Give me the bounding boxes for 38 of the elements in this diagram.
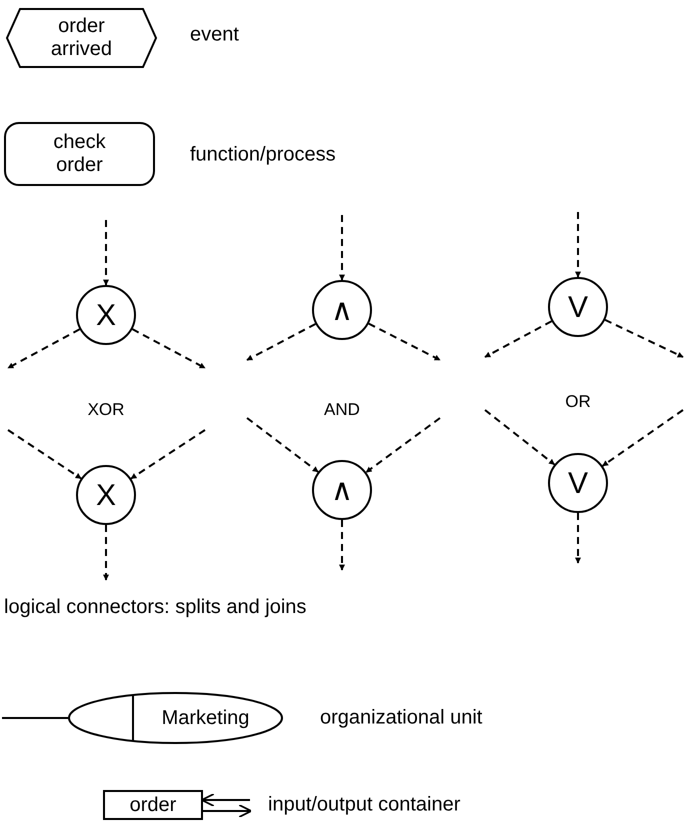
arrow — [103, 525, 109, 581]
arrow — [103, 220, 109, 286]
arrow — [484, 409, 556, 466]
connector-circle: X — [76, 285, 136, 345]
arrow — [575, 212, 581, 278]
event-hexagon: order arrived — [6, 8, 157, 68]
symbol-caption: function/process — [190, 144, 336, 166]
connector-circle: ∧ — [312, 280, 372, 340]
connector-label: OR — [565, 392, 591, 412]
arrow — [246, 417, 319, 473]
arrow — [339, 215, 345, 281]
arrow — [366, 417, 441, 474]
connector-label: AND — [324, 400, 360, 420]
symbol-caption: organizational unit — [320, 706, 482, 730]
arrow — [203, 804, 252, 818]
connector-circle: V — [548, 277, 608, 337]
connector-line — [2, 717, 68, 719]
arrow — [484, 320, 552, 358]
arrow — [575, 513, 581, 564]
section-caption: logical connectors: splits and joins — [4, 596, 306, 619]
arrow — [132, 328, 206, 369]
connector-label: XOR — [88, 400, 124, 420]
connector-circle: V — [548, 453, 608, 513]
arrow — [7, 429, 82, 480]
arrow — [246, 323, 316, 361]
arrow — [130, 429, 206, 480]
connector-circle: ∧ — [312, 460, 372, 520]
arrow — [368, 322, 441, 361]
arrow — [339, 520, 345, 571]
data-box: order — [103, 790, 203, 820]
arrow — [7, 328, 80, 369]
connector-circle: X — [76, 465, 136, 525]
symbol-caption: input/output container — [268, 794, 460, 816]
arrow — [604, 319, 684, 358]
arrow — [602, 409, 684, 467]
symbol-caption: event — [190, 24, 239, 46]
organization-ellipse: Marketing — [68, 692, 283, 744]
function-box: check order — [4, 122, 155, 186]
